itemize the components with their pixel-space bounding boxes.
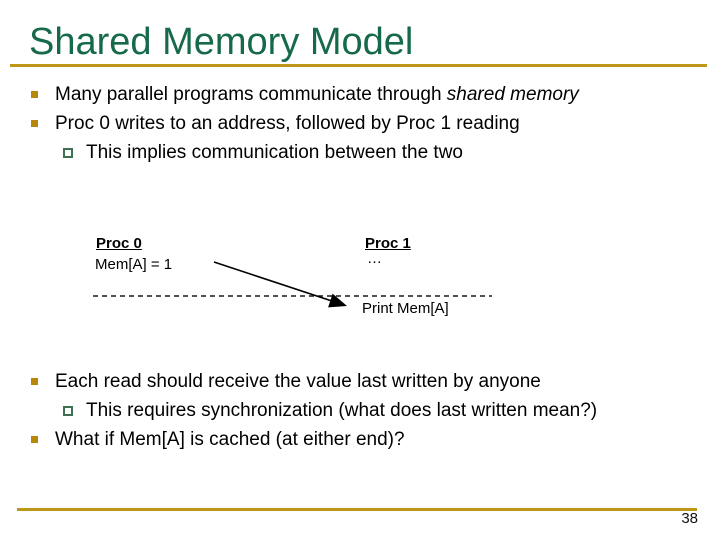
bullet-square-icon — [31, 378, 38, 385]
bullet-item: What if Mem[A] is cached (at either end)… — [0, 425, 710, 454]
sub-bullet-text: This implies communication between the t… — [86, 142, 464, 163]
bullet-square-icon — [31, 436, 38, 443]
title-underline-rule — [10, 64, 707, 67]
proc0-statement: Mem[A] = 1 — [95, 256, 173, 273]
sub-bullet-item: This requires synchronization (what does… — [0, 396, 710, 425]
bullet-square-icon — [31, 120, 38, 127]
footer-rule — [17, 508, 697, 511]
sub-bullet-square-icon — [63, 148, 73, 158]
italic-phrase: shared memory — [446, 84, 579, 105]
sub-bullet-text: This requires synchronization (what does… — [86, 400, 598, 421]
bullet-text: Many parallel programs communicate throu… — [55, 80, 579, 109]
slide-number: 38 — [681, 510, 698, 527]
bullet-square-icon — [31, 91, 38, 98]
bullet-item: Proc 0 writes to an address, followed by… — [0, 109, 710, 138]
bullet-text: Each read should receive the value last … — [55, 371, 541, 392]
bullet-text: What if Mem[A] is cached (at either end)… — [55, 429, 405, 450]
proc1-heading: Proc 1 — [365, 235, 411, 252]
proc0-heading: Proc 0 — [96, 235, 142, 252]
bullet-list-top: Many parallel programs communicate throu… — [0, 80, 710, 167]
proc1-ellipsis: … — [367, 250, 382, 267]
bullet-text-plain: Many parallel programs communicate throu… — [55, 84, 447, 105]
print-mem-statement: Print Mem[A] — [362, 300, 449, 317]
page-title: Shared Memory Model — [29, 21, 414, 63]
bullet-item: Many parallel programs communicate throu… — [0, 80, 710, 109]
write-to-read-arrow — [213, 261, 348, 308]
bullet-text: Proc 0 writes to an address, followed by… — [55, 113, 520, 134]
sub-bullet-item: This implies communication between the t… — [0, 138, 710, 167]
bullet-list-bottom: Each read should receive the value last … — [0, 367, 710, 454]
sub-bullet-square-icon — [63, 406, 73, 416]
bullet-item: Each read should receive the value last … — [0, 367, 710, 396]
